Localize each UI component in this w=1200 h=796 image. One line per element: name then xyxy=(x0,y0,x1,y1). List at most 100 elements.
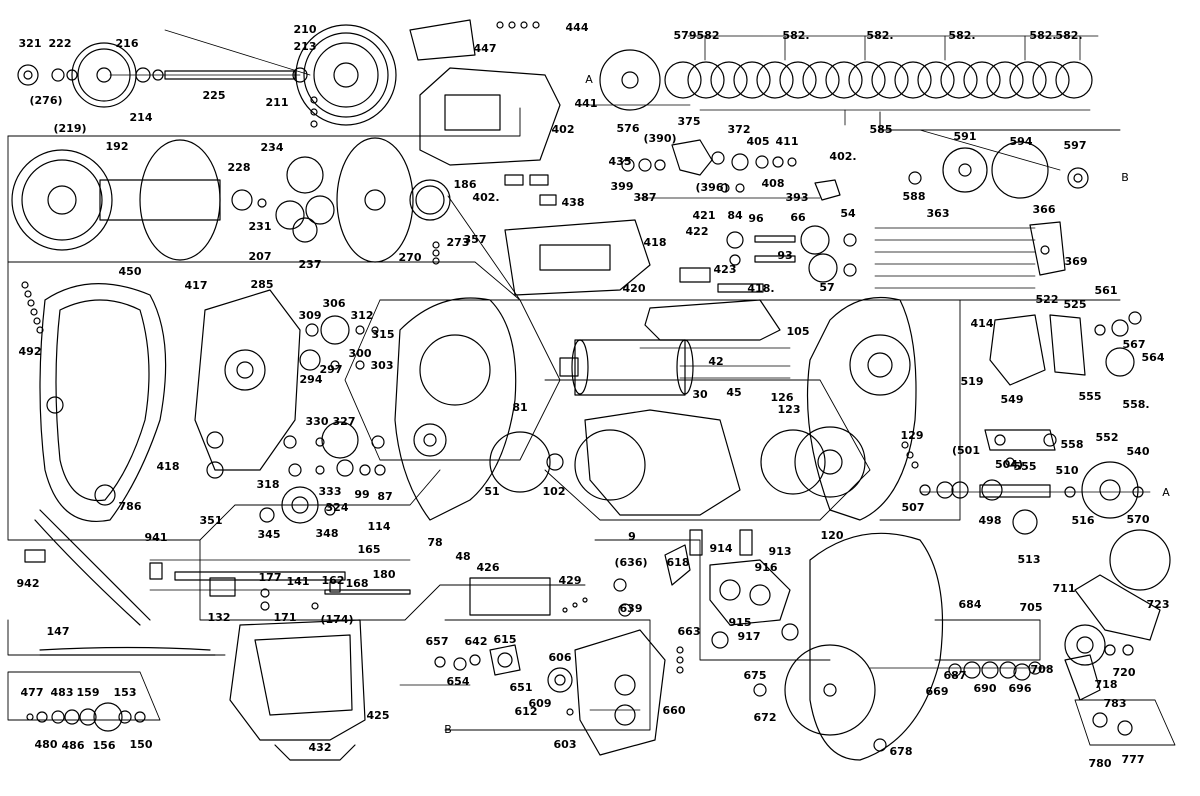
part-number-label: 585 xyxy=(869,123,893,136)
part-number-label: 324 xyxy=(325,501,349,514)
reel-foot xyxy=(229,577,588,761)
part-number-label: 171 xyxy=(273,611,297,624)
part-number-label: 408 xyxy=(761,177,785,190)
part-number-label: 231 xyxy=(248,220,272,233)
part-number-label: 393 xyxy=(785,191,809,204)
part-number-label: 564 xyxy=(1141,351,1165,364)
part-number-label: 555 xyxy=(1078,390,1102,403)
part-number-label: 696 xyxy=(1008,682,1032,695)
part-number-label: 432 xyxy=(308,741,332,754)
part-number-label: 438 xyxy=(561,196,585,209)
part-number-label: 48 xyxy=(455,550,471,563)
part-number-label: 87 xyxy=(377,490,393,503)
part-number-label: 99 xyxy=(354,488,370,501)
part-number-label: 105 xyxy=(786,325,810,338)
part-number-label: 156 xyxy=(92,739,116,752)
part-number-label: 426 xyxy=(476,561,500,574)
part-number-label: 510 xyxy=(1055,464,1079,477)
part-number-label: 423 xyxy=(713,263,737,276)
part-number-label: 132 xyxy=(207,611,231,624)
bottom-left-parts xyxy=(24,509,411,656)
part-number-label: 306 xyxy=(322,297,346,310)
part-number-label: 402 xyxy=(551,123,575,136)
part-number-label: 303 xyxy=(370,359,394,372)
gear-train xyxy=(504,219,857,296)
part-number-label: 372 xyxy=(727,123,751,136)
leader-lines xyxy=(29,29,1151,711)
part-number-label: 318 xyxy=(256,478,280,491)
part-number-label: 375 xyxy=(677,115,701,128)
part-number-label: 225 xyxy=(202,89,226,102)
part-number-label: 913 xyxy=(768,545,792,558)
part-number-label: 150 xyxy=(129,738,153,751)
part-number-label: 492 xyxy=(18,345,42,358)
part-number-label: 222 xyxy=(48,37,72,50)
part-number-label: 606 xyxy=(548,651,572,664)
part-number-label: 420 xyxy=(622,282,646,295)
left-gear-housing xyxy=(194,289,386,524)
part-number-label: 552 xyxy=(1095,431,1119,444)
part-number-label: 507 xyxy=(901,501,925,514)
part-number-label: 660 xyxy=(662,704,686,717)
part-number-label: 418 xyxy=(156,460,180,473)
part-number-label: 708 xyxy=(1030,663,1054,676)
part-number-label: 720 xyxy=(1112,666,1136,679)
part-number-label: 663 xyxy=(677,625,701,638)
part-number-label: 327 xyxy=(332,415,356,428)
part-number-label: 558 xyxy=(1060,438,1084,451)
part-number-label: 402. xyxy=(472,191,500,204)
part-number-label: 684 xyxy=(958,598,982,611)
part-number-label: 414 xyxy=(970,317,994,330)
part-number-label: 417 xyxy=(184,279,208,292)
right-side-plate-parts xyxy=(984,221,1142,467)
level-wind-frame xyxy=(409,19,561,206)
part-number-label: 418 xyxy=(643,236,667,249)
flow-marker-b: B xyxy=(1121,171,1129,184)
part-number-label: 285 xyxy=(250,278,274,291)
part-number-label: 165 xyxy=(357,543,381,556)
part-number-label: 126 xyxy=(770,391,794,404)
part-number-label: 718 xyxy=(1094,678,1118,691)
part-number-label: 603 xyxy=(553,738,577,751)
part-number-label: 561 xyxy=(1094,284,1118,297)
part-number-label: 180 xyxy=(372,568,396,581)
part-number-label: 30 xyxy=(692,388,708,401)
flow-marker-b: B xyxy=(444,723,452,736)
part-number-label: 273 xyxy=(446,236,470,249)
part-number-label: 522 xyxy=(1035,293,1059,306)
part-number-label: 216 xyxy=(115,37,139,50)
part-number-label: 579 xyxy=(673,29,697,42)
part-number-label: 399 xyxy=(610,180,634,193)
part-number-label: 582. xyxy=(1029,29,1057,42)
part-number-label: 612 xyxy=(514,705,538,718)
part-number-label: 237 xyxy=(298,258,322,271)
part-number-label: 597 xyxy=(1063,139,1087,152)
part-number-label: 54 xyxy=(840,207,856,220)
part-number-label: 555 xyxy=(1013,460,1037,473)
part-number-label: 228 xyxy=(227,161,251,174)
part-number-label: 582. xyxy=(782,29,810,42)
part-number-label: 723 xyxy=(1146,598,1170,611)
part-number-label: 519 xyxy=(960,375,984,388)
part-number-label: 687 xyxy=(943,669,967,682)
part-number-label: 207 xyxy=(248,250,272,263)
part-number-label: 411 xyxy=(775,135,799,148)
part-number-label: 504) xyxy=(995,458,1023,471)
part-number-label: 177 xyxy=(258,571,282,584)
part-number-label: 81 xyxy=(512,401,528,414)
part-number-label: 639 xyxy=(619,602,643,615)
part-number-label: 711 xyxy=(1052,582,1076,595)
part-number-label: 609 xyxy=(528,697,552,710)
part-number-label: 405 xyxy=(746,135,770,148)
part-number-label: (174) xyxy=(320,613,354,626)
part-number-label: 582. xyxy=(948,29,976,42)
part-number-label: 366 xyxy=(1032,203,1056,216)
part-number-label: 211 xyxy=(265,96,289,109)
bottom-center-parts xyxy=(26,544,691,756)
part-number-label: 294 xyxy=(299,373,323,386)
part-number-label: 942 xyxy=(16,577,40,590)
part-number-label: 570 xyxy=(1126,513,1150,526)
part-number-label: 363 xyxy=(926,207,950,220)
flow-marker-a: A xyxy=(1162,486,1170,499)
